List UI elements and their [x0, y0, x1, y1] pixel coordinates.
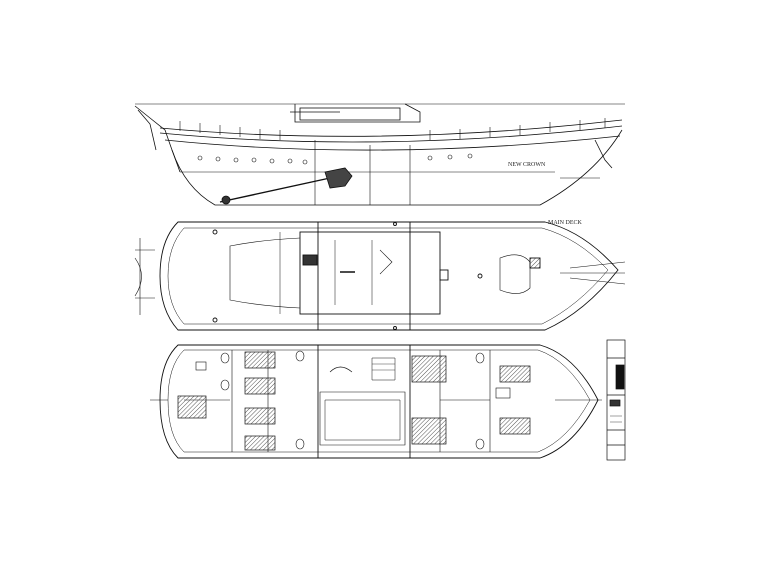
berths — [177, 351, 531, 451]
heads — [195, 350, 511, 450]
rail-stanchions — [179, 118, 606, 140]
main-deck-view — [134, 221, 626, 331]
title-block — [606, 339, 626, 461]
profile-view — [134, 103, 625, 206]
hull-name-label: NEW CROWN — [508, 162, 546, 168]
main-deck-label: MAIN DECK — [548, 220, 582, 226]
portholes — [197, 153, 473, 165]
lower-deck-view — [150, 344, 602, 459]
